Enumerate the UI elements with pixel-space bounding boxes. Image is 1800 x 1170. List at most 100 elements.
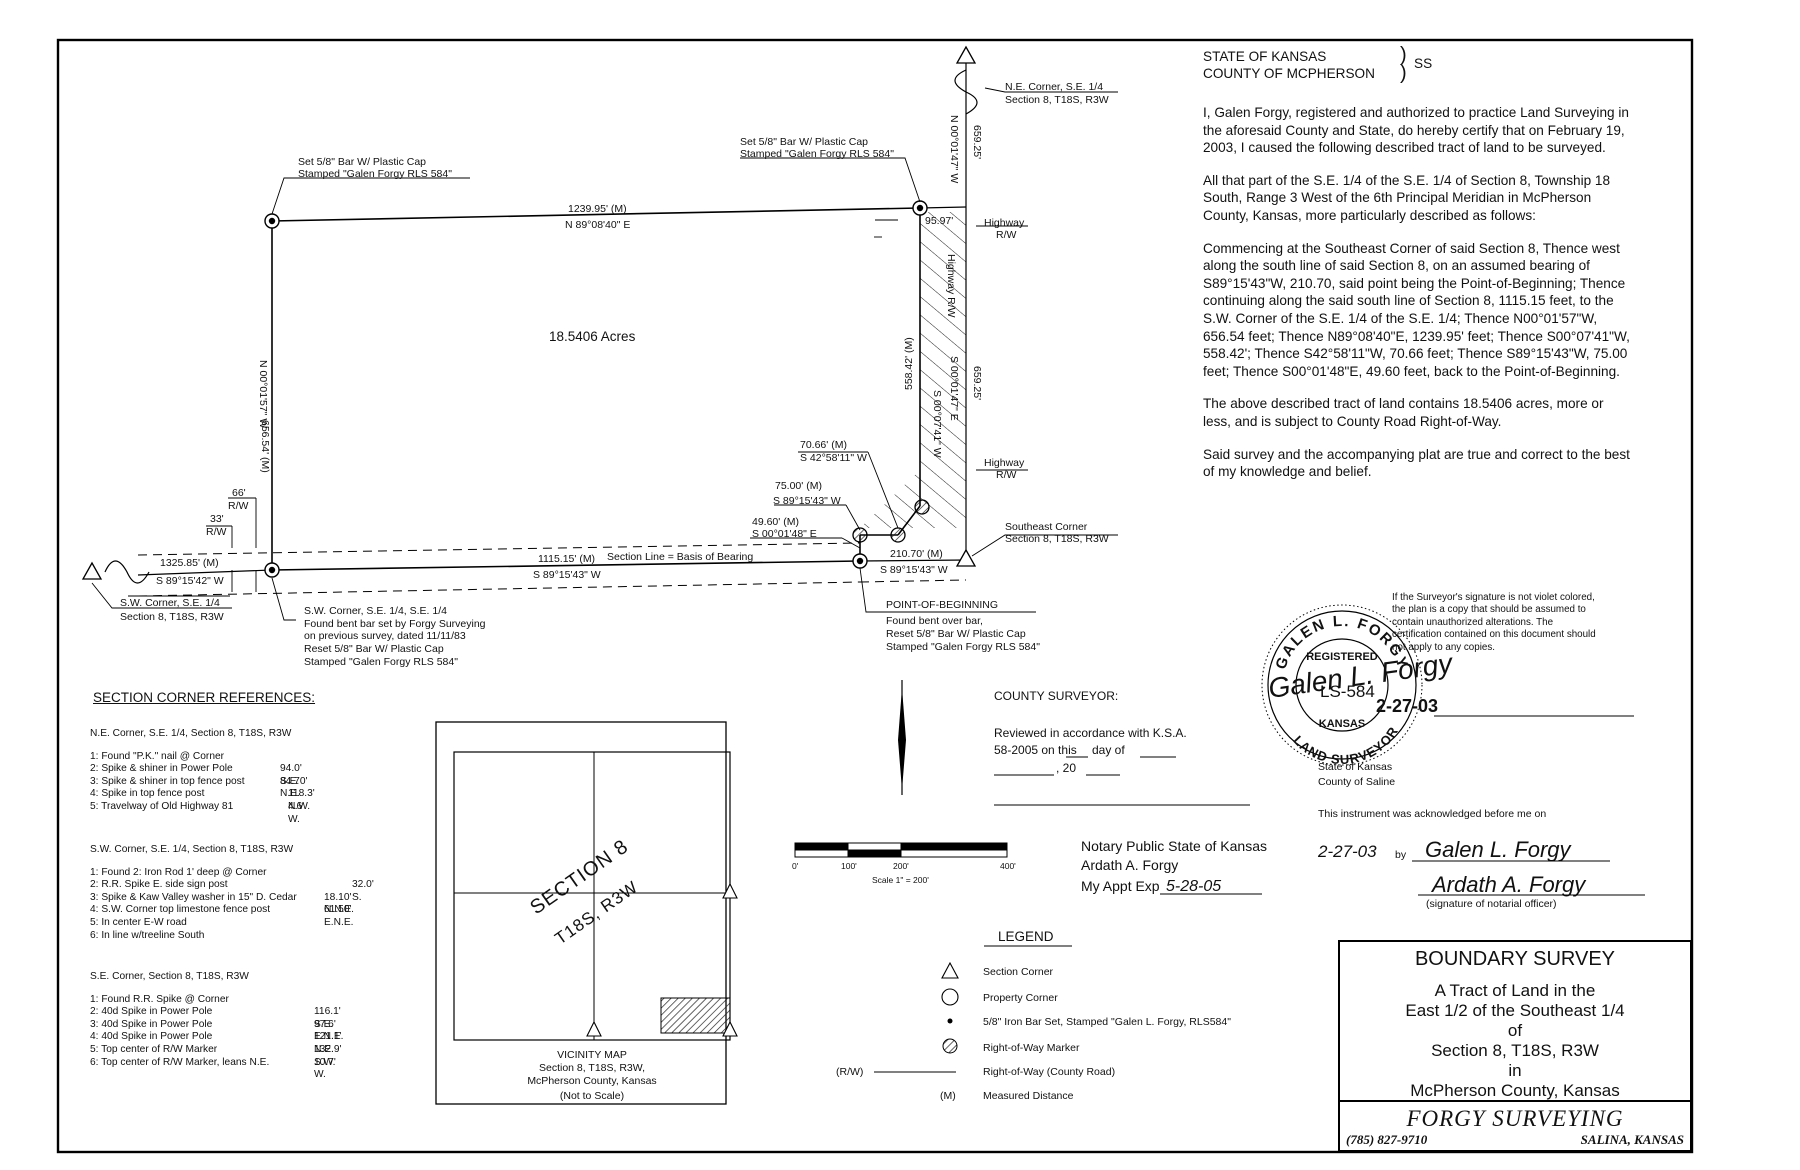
cert-paragraph-3: Commencing at the Southeast Corner of sa…: [1203, 240, 1630, 379]
legend-section-corner-icon: [941, 961, 959, 979]
upper-east-distance: 659.25': [971, 125, 983, 159]
sw-se-label-3: on previous survey, dated 11/11/83: [304, 630, 466, 642]
ref-row: 1: Found 2: Iron Rod 1' deep @ Corner: [90, 866, 267, 878]
firm-block: FORGY SURVEYING (785) 827-9710 SALINA, K…: [1340, 1102, 1690, 1150]
legend-m-label: Measured Distance: [983, 1090, 1074, 1102]
ack-signer: Galen L. Forgy: [1425, 837, 1573, 862]
rw-33: 33': [210, 513, 224, 525]
notary-stamp-line3: My Appt Exp: [1081, 878, 1160, 894]
se-corner-label-1: Southeast Corner: [1005, 521, 1088, 533]
county-surveyor-blanks: [994, 756, 1250, 806]
property-boundary: [271, 207, 921, 571]
seal-number: LS-584: [1320, 682, 1375, 701]
ref-row: 6: Top center of R/W Marker, leans N.E.1…: [90, 1056, 336, 1081]
signature-color-note: If the Surveyor's signature is not viole…: [1392, 592, 1596, 653]
cert-paragraph-4: The above described tract of land contai…: [1203, 396, 1604, 429]
section-corner-west: [81, 561, 103, 580]
ref-row: 6: In line w/treeline South: [90, 929, 205, 941]
se-distance: 210.70' (M): [890, 548, 943, 560]
scale-label: Scale 1" = 200': [872, 875, 929, 885]
lower-east-bearing: S 00°01'47" E: [948, 356, 960, 421]
venue-state: STATE OF KANSAS: [1203, 49, 1327, 64]
seal-registered: REGISTERED: [1306, 651, 1378, 663]
venue-brace: )): [1400, 44, 1407, 84]
break-symbol-north: [954, 69, 978, 115]
firm-name: FORGY SURVEYING: [1406, 1106, 1624, 1131]
refs-se: S.E. Corner, Section 8, T18S, R3W 1: Fou…: [90, 971, 343, 1081]
vicinity-corner-ne: [722, 882, 738, 899]
rw-66-label: R/W: [228, 500, 249, 512]
venue-ss: SS: [1414, 56, 1433, 71]
highway-label-bottom: Highway: [984, 457, 1025, 469]
ne-corner-label-1: N.E. Corner, S.E. 1/4: [1005, 81, 1103, 93]
jog-distance: 49.60' (M): [752, 516, 799, 528]
se-bearing: S 89°15'43" W: [880, 564, 948, 576]
set-bar-ne-2: Stamped "Galen Forgy RLS 584": [740, 148, 894, 160]
legend-rw-symbol: (R/W): [836, 1066, 863, 1078]
cert-paragraph-1: I, Galen Forgy, registered and authorize…: [1203, 105, 1629, 156]
notary-stamp-line2: Ardath A. Forgy: [1081, 857, 1178, 873]
acres-label: 18.5406 Acres: [549, 329, 636, 344]
refs-title: SECTION CORNER REFERENCES:: [93, 690, 316, 705]
ack-text: This instrument was acknowledged before …: [1318, 808, 1546, 820]
vicinity-section-box: [453, 751, 731, 1041]
venue-header: STATE OF KANSAS COUNTY OF MCPHERSON: [1203, 48, 1503, 82]
vicinity-tract: [660, 997, 731, 1034]
venue-county: COUNTY OF MCPHERSON: [1203, 66, 1375, 81]
ref-row: 1: Found R.R. Spike @ Corner: [90, 993, 229, 1005]
se-corner-label-2: Section 8, T18S, R3W: [1005, 533, 1109, 545]
vicinity-caption-1: VICINITY MAP: [557, 1049, 627, 1061]
vicinity-corner-se: [722, 1020, 738, 1037]
county-surveyor-line2a: 58-2005 on this: [994, 743, 1077, 757]
legend-property-corner-icon: [941, 988, 959, 1006]
notary-stamp-line1: Notary Public State of Kansas: [1081, 838, 1267, 854]
east-distance: 558.42' (M): [903, 337, 915, 390]
north-distance: 1239.95' (M): [568, 203, 627, 215]
sw-se-label-4: Reset 5/8" Bar W/ Plastic Cap: [304, 643, 444, 655]
title-block-line3: of: [1507, 1021, 1523, 1040]
section-line: [137, 60, 967, 576]
ack-officer-label: (signature of notarial officer): [1426, 898, 1557, 910]
title-block-line2: East 1/2 of the Southeast 1/4: [1405, 1001, 1625, 1020]
rw-66: 66': [232, 487, 246, 499]
south-bearing: S 89°15'43" W: [533, 569, 601, 581]
vicinity-caption-3: McPherson County, Kansas: [527, 1075, 656, 1087]
scale-tick-100: 100': [841, 861, 857, 871]
pob-label-2: Found bent over bar,: [886, 615, 983, 627]
certificate-text: I, Galen Forgy, registered and authorize…: [1203, 104, 1633, 496]
ack-officer-sig: Ardath A. Forgy: [1430, 872, 1587, 897]
legend-title: LEGEND: [998, 929, 1054, 944]
sw-corner-label-2: Section 8, T18S, R3W: [120, 611, 224, 623]
refs-sw-heading: S.W. Corner, S.E. 1/4, Section 8, T18S, …: [90, 844, 294, 855]
legend-section-corner: Section Corner: [983, 966, 1054, 978]
jog-bearing: S 00°01'48" E: [752, 528, 817, 540]
county-surveyor-line1: Reviewed in accordance with K.S.A.: [994, 726, 1187, 740]
ack-by: by: [1395, 849, 1407, 861]
section-corner-ne: [955, 45, 977, 64]
title-block-line6: McPherson County, Kansas: [1410, 1081, 1620, 1100]
sheet-border: [56, 38, 1694, 1154]
west-ext-bearing: S 89°15'42" W: [156, 575, 224, 587]
title-block-line5: in: [1508, 1061, 1522, 1080]
vicinity-corner-s: [586, 1020, 602, 1037]
set-bar-ne-1: Set 5/8" Bar W/ Plastic Cap: [740, 136, 868, 148]
legend-property-corner: Property Corner: [983, 992, 1058, 1004]
section-line-note: Section Line = Basis of Bearing: [607, 551, 753, 563]
scale-tick-200: 200': [893, 861, 909, 871]
lower-east-distance: 659.25': [971, 366, 983, 400]
pob-label-3: Reset 5/8" Bar W/ Plastic Cap: [886, 628, 1026, 640]
ref-row: 1: Found "P.K." nail @ Corner: [90, 750, 225, 762]
vicinity-caption-2: Section 8, T18S, R3W,: [539, 1062, 645, 1074]
sw-corner-label-1: S.W. Corner, S.E. 1/4: [120, 597, 220, 609]
scale-tick-400: 400': [1000, 861, 1016, 871]
legend-rw-label: Right-of-Way (County Road): [983, 1066, 1115, 1078]
firm-city: SALINA, KANSAS: [1580, 1132, 1684, 1147]
legend-rw-marker: Right-of-Way Marker: [983, 1042, 1080, 1054]
pob-label-4: Stamped "Galen Forgy RLS 584": [886, 641, 1040, 653]
title-block-line4: Section 8, T18S, R3W: [1431, 1041, 1599, 1060]
west-distance: 656.54' (M): [259, 420, 271, 473]
